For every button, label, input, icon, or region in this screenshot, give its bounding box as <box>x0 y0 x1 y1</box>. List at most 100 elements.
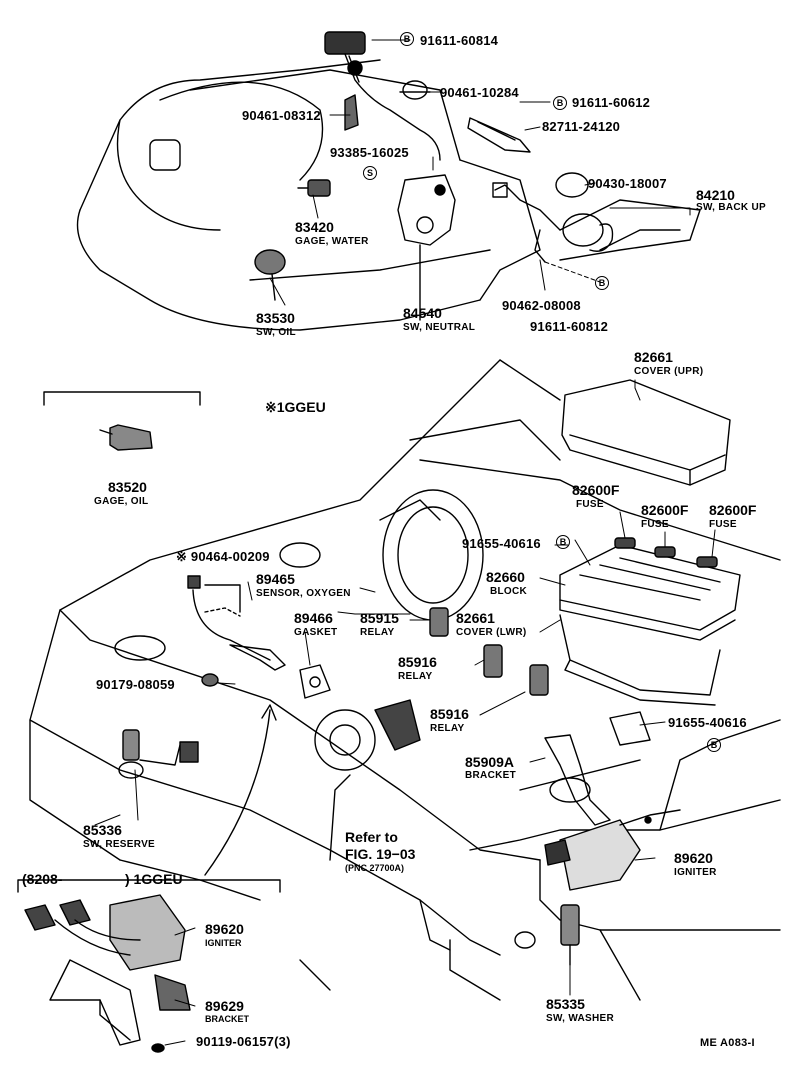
label-93385-16025: 93385-16025 <box>330 145 409 160</box>
figure-ref-code: ME A083-I <box>700 1037 755 1049</box>
engine-bay-components <box>114 489 591 803</box>
label-89620-main-name: IGNITER <box>674 867 717 878</box>
label-82600f-c-name: FUSE <box>709 519 737 530</box>
backup-switch-part <box>492 172 614 263</box>
car-body <box>29 359 781 1001</box>
clamp-82711 <box>467 117 531 153</box>
label-91611-60814: 91611-60814 <box>420 33 499 48</box>
label-83420-name: GAGE, WATER <box>295 236 369 247</box>
label-89465: 89465 <box>256 571 295 587</box>
reserve-switch-part <box>118 729 199 779</box>
label-90179-08059: 90179-08059 <box>96 677 175 692</box>
marker-b-1: B <box>400 32 414 46</box>
label-91611-60812: 91611-60812 <box>530 319 609 334</box>
label-82661-upr-name: COVER (UPR) <box>634 366 704 377</box>
label-refer-line1: Refer to <box>345 829 398 845</box>
label-89466: 89466 <box>294 610 333 626</box>
label-variant-1ggeu: ※1GGEU <box>265 399 326 415</box>
label-85336-name: SW, RESERVE <box>83 839 156 850</box>
label-90461-08312: 90461-08312 <box>242 108 321 123</box>
label-82661-lwr-name: COVER (LWR) <box>456 627 527 638</box>
label-89629: 89629 <box>205 998 244 1014</box>
label-refer-line3: (PNC 27700A) <box>345 863 405 873</box>
bottom-leader-lines <box>94 379 716 1046</box>
label-85916-b-name: RELAY <box>430 723 465 734</box>
label-82711-24120: 82711-24120 <box>542 119 621 134</box>
sensor-nut <box>201 673 219 687</box>
igniter-main-part <box>544 809 681 891</box>
marker-s: S <box>363 166 377 180</box>
label-inset-range-end: ) 1GGEU <box>125 871 183 887</box>
marker-b-4: B <box>556 535 570 549</box>
label-84210-name: SW, BACK UP <box>696 202 766 213</box>
label-82661-lwr: 82661 <box>456 610 495 626</box>
fuse-cover-lower <box>559 614 721 706</box>
label-89466-name: GASKET <box>294 627 338 638</box>
label-85916-b: 85916 <box>430 706 469 722</box>
label-82600f-c: 82600F <box>709 502 757 518</box>
label-85916-a-name: RELAY <box>398 671 433 682</box>
label-89465-name: SENSOR, OXYGEN <box>256 588 351 599</box>
label-91655-40616-b: 91655-40616 <box>668 715 747 730</box>
marker-b-5: B <box>707 738 721 752</box>
label-85916-a: 85916 <box>398 654 437 670</box>
fuse-cover-upper <box>561 379 731 486</box>
label-82600f-a: 82600F <box>572 482 620 498</box>
label-82600f-b: 82600F <box>641 502 689 518</box>
label-90430-18007: 90430-18007 <box>588 176 667 191</box>
label-83520-name: GAGE, OIL <box>94 496 149 507</box>
fuse-block <box>559 537 741 641</box>
inset-igniter-assembly <box>24 894 191 1053</box>
clamp-10284 <box>399 80 431 100</box>
label-refer-line2: FIG. 19−03 <box>345 846 416 862</box>
flow-arrow <box>204 704 277 876</box>
label-83520: 83520 <box>108 479 147 495</box>
label-90461-10284: 90461-10284 <box>440 85 519 100</box>
bracket-85909a <box>519 711 651 826</box>
label-84540: 84540 <box>403 305 442 321</box>
clip-08312 <box>344 94 359 131</box>
inset-83520-frame <box>43 391 201 451</box>
label-inset-range-start: (8208- <box>22 871 63 887</box>
label-82600f-a-name: FUSE <box>576 499 604 510</box>
label-85336: 85336 <box>83 822 122 838</box>
washer-switch-part <box>514 904 580 966</box>
gage-water-part <box>297 179 331 197</box>
oxygen-sensor-part <box>187 575 331 699</box>
label-85335-name: SW, WASHER <box>546 1013 615 1024</box>
label-85915: 85915 <box>360 610 399 626</box>
label-82660: 82660 <box>486 569 525 585</box>
label-90464-00209: ※ 90464-00209 <box>176 549 270 564</box>
label-85335: 85335 <box>546 996 585 1012</box>
label-91655-40616-a: 91655-40616 <box>462 536 541 551</box>
label-82660-name: BLOCK <box>490 586 528 597</box>
label-83530: 83530 <box>256 310 295 326</box>
label-89620-inset: 89620 <box>205 921 244 937</box>
marker-b-2: B <box>553 96 567 110</box>
label-85915-name: RELAY <box>360 627 395 638</box>
refer-arrow <box>329 774 351 861</box>
label-90462-08008: 90462-08008 <box>502 298 581 313</box>
label-83530-name: SW, OIL <box>256 327 296 338</box>
marker-b-3: B <box>595 276 609 290</box>
label-84210: 84210 <box>696 187 735 203</box>
label-82661-upr: 82661 <box>634 349 673 365</box>
label-91611-60612: 91611-60612 <box>572 95 651 110</box>
relays <box>429 607 549 696</box>
engine-outline <box>76 59 701 331</box>
inset-frame <box>17 879 281 893</box>
label-85909a: 85909A <box>465 754 515 770</box>
label-85909a-name: BRACKET <box>465 770 516 781</box>
neutral-switch-part <box>397 174 456 321</box>
label-89620-main: 89620 <box>674 850 713 866</box>
label-89629-name: BRACKET <box>205 1014 249 1024</box>
label-83420: 83420 <box>295 219 334 235</box>
top-leader-lines <box>269 39 691 306</box>
label-89620-inset-name: IGNITER <box>205 938 242 948</box>
harness-top <box>324 31 441 161</box>
label-82600f-b-name: FUSE <box>641 519 669 530</box>
label-90119-06157: 90119-06157(3) <box>196 1034 291 1049</box>
oil-switch-part <box>254 249 286 301</box>
